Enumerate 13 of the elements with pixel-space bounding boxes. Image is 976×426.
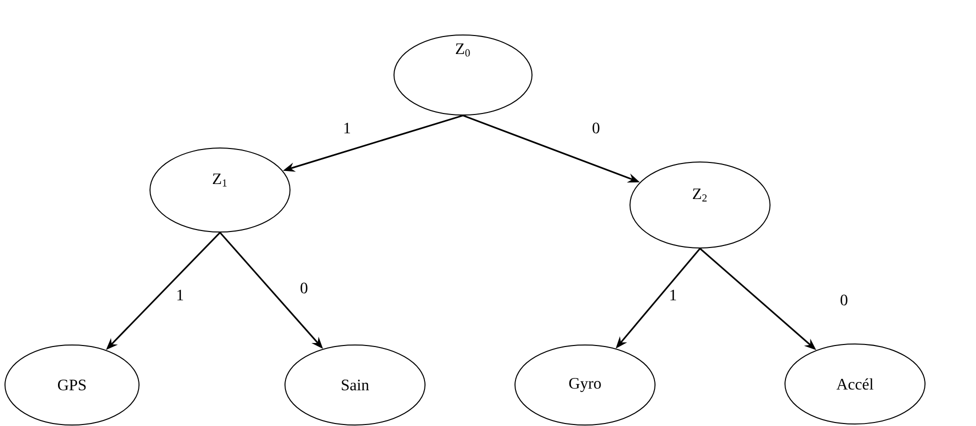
ellipse-node: Sain [284,344,426,426]
ellipse-node: Z$_{2}$ [630,162,770,248]
edge-label: 1 [668,288,678,302]
edge-label: 0 [590,121,602,135]
edge-label: 0 [838,293,850,307]
ellipse-node: Z$_{1}$ [150,148,290,232]
ellipse-node: Gyro [514,344,656,426]
ellipse-node: Z$_{0}$ [394,34,532,116]
ellipse-node: Accél [784,344,926,424]
ellipse-node: GPS [4,344,140,426]
edge-label: 1 [174,288,186,302]
edge-label: 1 [342,121,352,135]
edge-label: 0 [298,281,310,295]
